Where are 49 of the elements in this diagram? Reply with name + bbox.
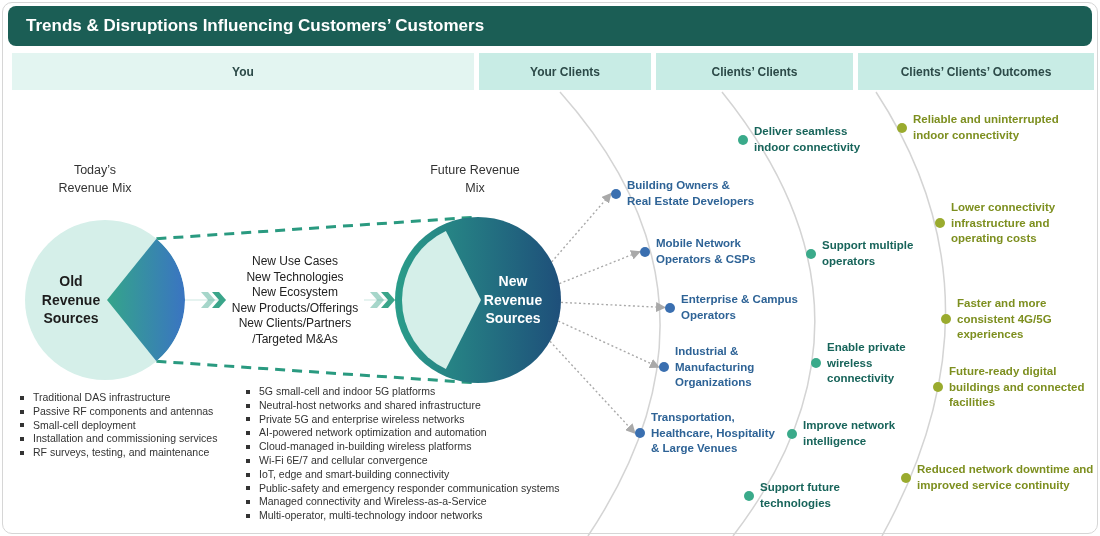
circle-label: New Revenue Sources	[483, 271, 543, 329]
item-text: Enable private wireless connectivity	[827, 340, 907, 387]
item-text: Lower connectivity infrastructure and operating costs	[951, 200, 1057, 247]
arrow	[549, 340, 636, 435]
column-header: Your Clients	[479, 53, 651, 90]
bullet-text: Private 5G and enterprise wireless networks	[259, 412, 465, 427]
bullet-text: Multi-operator, multi-technology indoor networks	[259, 509, 483, 523]
bullet-text: Neutral-host networks and shared infrastructure	[259, 398, 481, 413]
item-text: Building Owners & Real Estate Developers	[627, 178, 756, 209]
item-text: Industrial & Manufacturing Organizations	[675, 344, 756, 391]
bullet-text: Passive RF components and antennas	[33, 404, 214, 419]
item-text: Enterprise & Campus Operators	[681, 292, 799, 323]
item-text: Transportation, Healthcare, Hospitality & Large Venues	[651, 410, 776, 457]
column-header: Clients’ Clients’ Outcomes	[858, 53, 1094, 90]
arrow	[557, 320, 660, 369]
column-header: You	[12, 53, 474, 90]
driver-text: New Products/Offerings	[231, 300, 359, 316]
item-text: Support multiple operators	[822, 238, 915, 269]
driver-text: New Technologies	[246, 269, 344, 285]
column-header: Clients’ Clients	[656, 53, 853, 90]
circle-caption: Today’s Revenue Mix	[57, 162, 133, 197]
item-text: Deliver seamless indoor connectivity	[754, 124, 862, 155]
bullet-text: Managed connectivity and Wireless-as-a-Service	[259, 495, 487, 510]
bullet-text: AI-powered network optimization and automation	[259, 426, 487, 441]
item-text: Faster and more consistent 4G/5G experiences	[957, 296, 1053, 343]
bullet-text: Wi-Fi 6E/7 and cellular convergence	[259, 454, 428, 468]
arrow	[560, 301, 666, 313]
bullet-text: Installation and commissioning services	[33, 432, 218, 447]
bullet-text: 5G small-cell and indoor 5G platforms	[259, 385, 436, 399]
bullet-text: Public-safety and emergency responder communication systems	[259, 481, 560, 496]
arrow	[551, 192, 612, 263]
item-text: Reliable and uninterrupted indoor connectivity	[913, 112, 1060, 143]
driver-text: New Use Cases	[252, 254, 338, 270]
item-text: Reduced network downtime and improved service continuity	[917, 462, 1095, 493]
item-text: Support future technologies	[760, 480, 841, 511]
circle-caption: Future Revenue Mix	[430, 162, 520, 197]
title: Trends & Disruptions Influencing Customers’ Customers	[25, 16, 485, 36]
bullet-text: Traditional DAS infrastructure	[33, 391, 171, 405]
circle-label: Old Revenue Sources	[40, 271, 102, 329]
bullet-text: Small-cell deployment	[33, 418, 136, 433]
driver-text: New Ecosystem	[252, 285, 338, 301]
bullet-text: IoT, edge and smart-building connectivity	[259, 467, 450, 482]
bullet-text: RF surveys, testing, and maintenance	[33, 446, 210, 460]
item-text: Improve network intelligence	[803, 418, 897, 449]
item-text: Future-ready digital buildings and connected facilities	[949, 364, 1086, 411]
item-text: Mobile Network Operators & CSPs	[656, 236, 757, 267]
bullet-text: Cloud-managed in-building wireless platforms	[259, 440, 472, 454]
driver-text: New Clients/Partners /Targeted M&As	[237, 316, 353, 347]
arrow	[558, 250, 641, 285]
